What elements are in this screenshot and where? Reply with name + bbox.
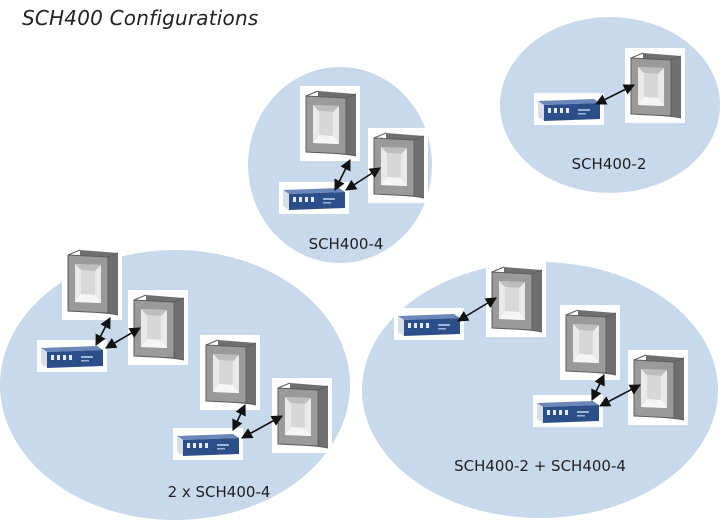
sensor-frame-icon <box>62 245 122 320</box>
sensor-frame-icon <box>300 86 360 161</box>
config-label: 2 x SCH400-4 <box>168 483 271 501</box>
config-label: SCH400-4 <box>309 235 384 253</box>
sensor-frame-icon <box>128 290 188 365</box>
sensor-frame-icon <box>272 378 332 453</box>
config-label: SCH400-2 + SCH400-4 <box>454 457 626 475</box>
double-arrow-icon <box>95 317 111 346</box>
double-arrow-icon <box>457 297 497 322</box>
double-arrow-icon <box>594 84 636 105</box>
config-sch400-2: SCH400-2 <box>500 17 720 193</box>
controller-unit-icon <box>279 182 349 214</box>
config-sch400-2-plus-sch400-4: SCH400-2 + SCH400-4 <box>362 262 718 518</box>
controller-unit-icon <box>534 93 604 125</box>
sensor-frame-icon <box>368 128 428 203</box>
controller-unit-icon <box>173 428 243 460</box>
double-arrow-icon <box>232 403 246 432</box>
config-sch400-4: SCH400-4 <box>248 67 432 263</box>
config-2x-sch400-4: 2 x SCH400-4 <box>0 245 350 520</box>
double-arrow-icon <box>105 327 141 349</box>
sensor-frame-icon <box>628 350 688 425</box>
double-arrow-icon <box>599 384 641 407</box>
config-label: SCH400-2 <box>572 155 647 173</box>
page-title: SCH400 Configurations <box>22 6 259 30</box>
double-arrow-icon <box>591 373 605 402</box>
controller-unit-icon <box>394 308 464 340</box>
double-arrow-icon <box>345 167 381 191</box>
sensor-frame-icon <box>200 335 260 410</box>
sensor-frame-icon <box>560 305 620 380</box>
double-arrow-icon <box>334 158 351 192</box>
double-arrow-icon <box>241 415 283 439</box>
